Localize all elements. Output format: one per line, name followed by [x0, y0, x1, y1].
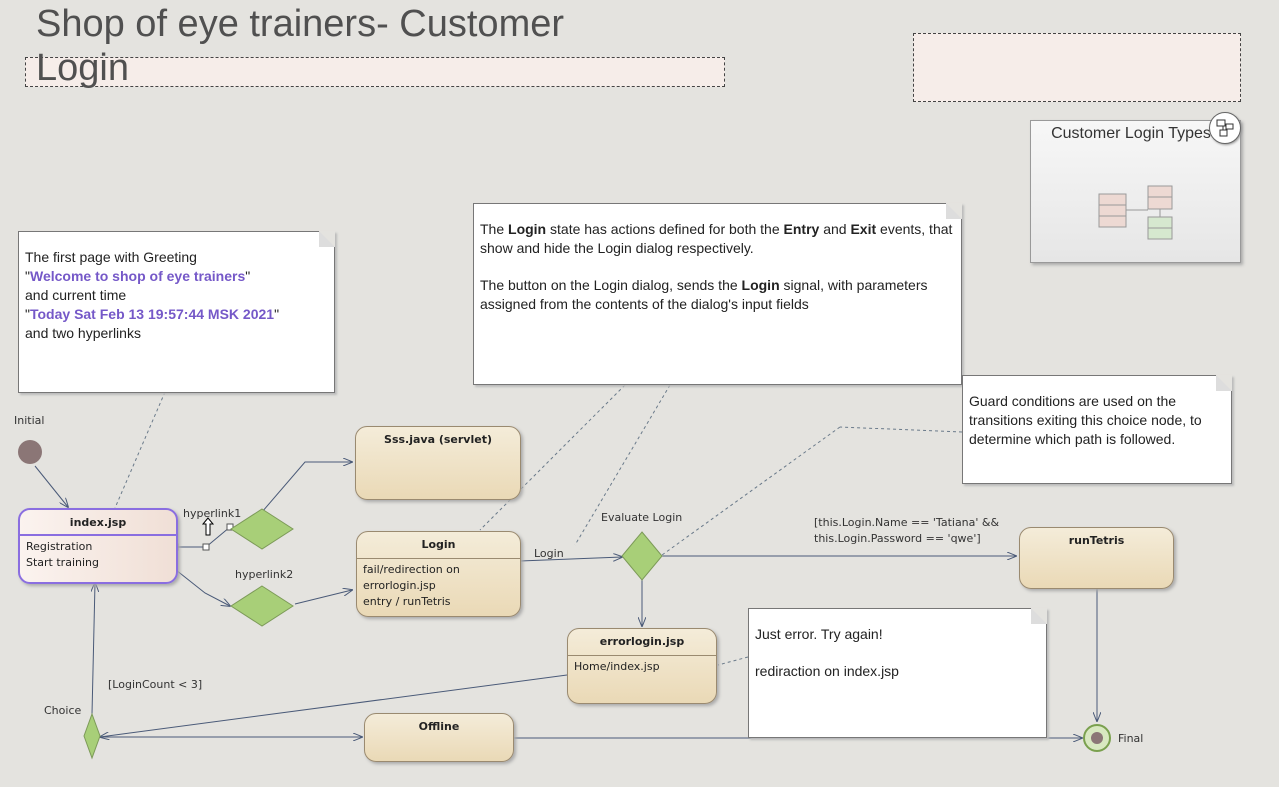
quote-close: " — [245, 268, 251, 284]
label-initial: Initial — [14, 414, 45, 427]
state-login-action: entry / runTetris — [363, 595, 451, 608]
state-login-action: fail/redirection on errorlogin.jsp — [363, 563, 460, 592]
package-title: Customer Login Types — [1051, 125, 1211, 142]
note-error-line1: Just error. Try again! — [755, 626, 883, 642]
final-node-center — [1091, 732, 1103, 744]
state-runtetris[interactable]: runTetris — [1019, 527, 1174, 589]
welcome-text: Welcome to shop of eye trainers — [29, 268, 246, 284]
note-guard-text: Guard conditions are used on the transit… — [969, 393, 1202, 447]
note-guard[interactable]: Guard conditions are used on the transit… — [962, 375, 1232, 484]
state-errorlogin-name: errorlogin.jsp — [599, 635, 685, 648]
choice-hyperlink1[interactable] — [230, 508, 294, 550]
state-offline-name: Offline — [418, 720, 460, 733]
state-index-name: index.jsp — [69, 516, 127, 529]
title-line1: Shop of eye trainers- Customer — [36, 3, 565, 45]
state-index-jsp[interactable]: index.jsp Registration Start training — [18, 508, 178, 584]
note-login-p2: The button on the Login dialog, sends th… — [480, 277, 928, 312]
label-login-guard: [this.Login.Name == 'Tatiana' && this.Lo… — [814, 515, 999, 547]
note-error-line2: rediraction on index.jsp — [755, 663, 899, 679]
quote-open: " — [25, 306, 30, 322]
choice-node[interactable] — [83, 712, 101, 760]
label-login-count-guard: [LoginCount < 3] — [108, 678, 203, 691]
label-hyperlink2: hyperlink2 — [235, 568, 294, 581]
diagram-title: Shop of eye trainers- Customer Login — [36, 2, 736, 90]
time-text: Today Sat Feb 13 19:57:44 MSK 2021 — [29, 306, 275, 322]
state-sss-name: Sss.java (servlet) — [384, 433, 492, 446]
note-greeting-line3: and current time — [25, 287, 127, 303]
note-greeting-line2: "Welcome to shop of eye trainers" — [25, 267, 328, 286]
note-greeting-line1: The first page with Greeting — [25, 249, 197, 265]
state-login-body: fail/redirection on errorlogin.jsp entry… — [357, 558, 520, 613]
note-login-p1: The Login state has actions defined for … — [480, 221, 953, 256]
guard-line: [this.Login.Name == 'Tatiana' && — [814, 516, 1000, 529]
package-class-icon — [1098, 185, 1173, 240]
guard-line: this.Login.Password == 'qwe'] — [814, 532, 981, 545]
state-runtetris-name: runTetris — [1068, 534, 1125, 547]
quote-close: " — [274, 306, 280, 322]
state-login-name: Login — [421, 538, 456, 551]
quote-open: " — [25, 268, 30, 284]
note-greeting-line5: and two hyperlinks — [25, 325, 141, 341]
label-choice: Choice — [44, 704, 82, 717]
note-error[interactable]: Just error. Try again! rediraction on in… — [748, 608, 1047, 738]
initial-node[interactable] — [18, 440, 42, 464]
label-final: Final — [1118, 732, 1144, 745]
label-evaluate-login: Evaluate Login — [601, 511, 683, 524]
note-greeting-line4: "Today Sat Feb 13 19:57:44 MSK 2021" — [25, 305, 328, 324]
state-errorlogin-action: Home/index.jsp — [574, 660, 660, 673]
choice-hyperlink2[interactable] — [230, 585, 294, 627]
label-hyperlink1: hyperlink1 — [183, 507, 242, 520]
state-login[interactable]: Login fail/redirection on errorlogin.jsp… — [356, 531, 521, 617]
package-diagram-icon[interactable] — [1209, 112, 1241, 144]
note-greeting[interactable]: The first page with Greeting "Welcome to… — [18, 231, 335, 393]
state-errorlogin-jsp[interactable]: errorlogin.jsp Home/index.jsp — [567, 628, 717, 704]
state-index-action: Start training — [26, 556, 99, 569]
choice-evaluate-login[interactable] — [621, 531, 663, 581]
state-index-body: Registration Start training — [20, 534, 176, 574]
cursor-icon — [201, 517, 215, 536]
state-offline[interactable]: Offline — [364, 713, 514, 762]
label-login-signal: Login — [534, 547, 564, 560]
state-errorlogin-body: Home/index.jsp — [568, 655, 716, 678]
state-sss-java[interactable]: Sss.java (servlet) — [355, 426, 521, 500]
title-frame[interactable] — [25, 57, 725, 87]
note-login[interactable]: The Login state has actions defined for … — [473, 203, 962, 385]
state-index-action: Registration — [26, 540, 93, 553]
empty-frame[interactable] — [913, 33, 1241, 102]
package-customer-login-types[interactable]: Customer Login Types — [1030, 112, 1241, 263]
title-line2: Login — [36, 47, 129, 89]
